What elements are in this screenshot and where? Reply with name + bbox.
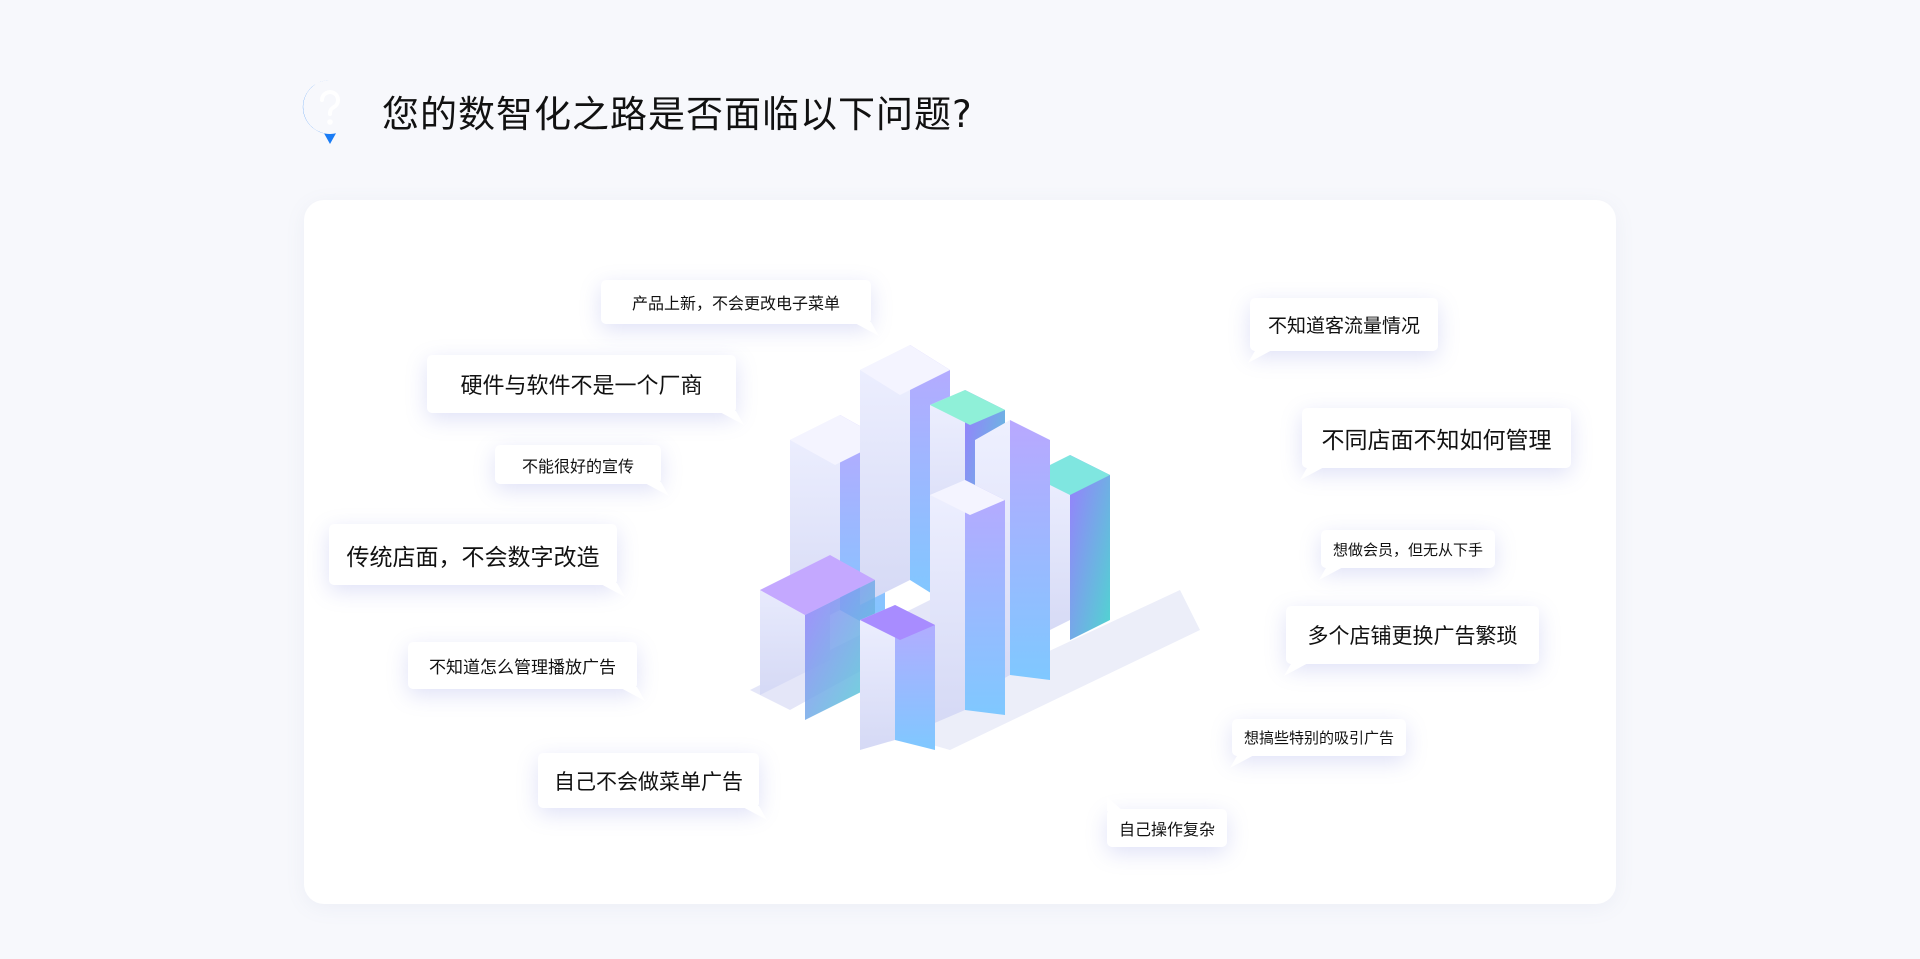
problem-bubble: 传统店面，不会数字改造 xyxy=(329,524,617,585)
problem-bubble: 想做会员，但无从下手 xyxy=(1321,530,1495,568)
question-bubble-icon xyxy=(302,79,340,144)
problem-bubble: 多个店铺更换广告繁琐 xyxy=(1286,606,1539,664)
problem-bubble: 不知道客流量情况 xyxy=(1250,298,1438,351)
problem-bubble: 自己不会做菜单广告 xyxy=(538,753,759,808)
problem-bubble: 不同店面不知如何管理 xyxy=(1302,408,1571,468)
problem-bubble: 不能很好的宣传 xyxy=(495,445,661,484)
page-title: 您的数智化之路是否面临以下问题? xyxy=(382,93,973,136)
problem-bubble: 硬件与软件不是一个厂商 xyxy=(427,355,736,413)
problem-bubble: 想搞些特别的吸引广告 xyxy=(1232,719,1406,756)
city-buildings-illustration xyxy=(750,345,1200,750)
problem-bubble: 不知道怎么管理播放广告 xyxy=(408,642,637,689)
problem-bubble: 自己操作复杂 xyxy=(1107,797,1227,847)
problem-bubble: 产品上新，不会更改电子菜单 xyxy=(601,280,871,324)
